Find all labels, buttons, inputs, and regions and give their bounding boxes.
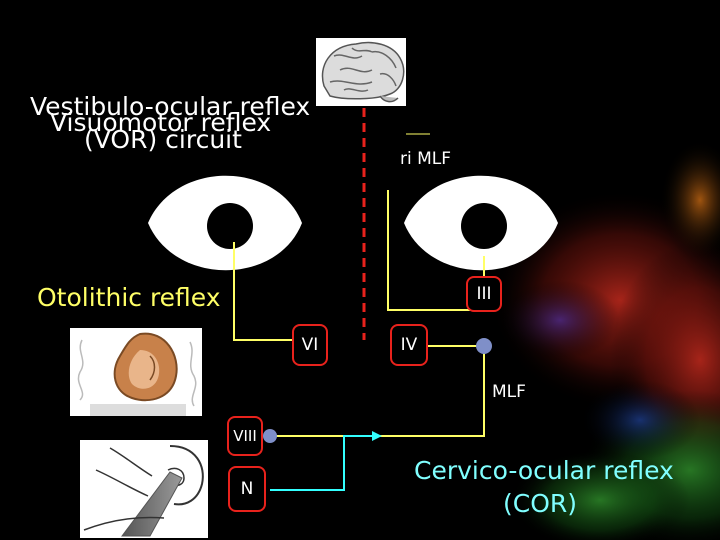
nucleus-III: III xyxy=(466,276,502,312)
ri-mlf-label: ri MLF xyxy=(400,149,452,169)
cervical-pathway xyxy=(270,435,372,491)
nucleus-N: N xyxy=(228,466,266,512)
nucleus-VI: VI xyxy=(292,324,328,366)
otolithic-title: Otolithic reflex xyxy=(37,283,221,312)
head-neck-image xyxy=(80,440,208,538)
vestibular-dot xyxy=(263,429,277,443)
cor-title-line2: (COR) xyxy=(503,489,578,518)
vor-title-line1: Vestibulo-ocular reflex xyxy=(30,92,311,121)
nucleus-IV: IV xyxy=(390,324,428,366)
cervical-arrowhead xyxy=(372,431,382,441)
mlf-label: MLF xyxy=(492,382,526,402)
right-eye xyxy=(404,175,558,271)
left-eye xyxy=(148,175,302,271)
brain-image xyxy=(316,38,406,106)
cor-title-line1: Cervico-ocular reflex xyxy=(414,456,674,485)
otolith-image xyxy=(70,328,202,416)
nucleus-VIII: VIII xyxy=(227,416,263,456)
vor-title-line2: (VOR) circuit xyxy=(84,125,242,154)
visuomotor-title: Visuomotor reflex xyxy=(50,108,272,137)
pathway-lines xyxy=(233,133,485,437)
background-glow xyxy=(490,140,720,540)
ocular-motor-dot xyxy=(476,338,492,354)
